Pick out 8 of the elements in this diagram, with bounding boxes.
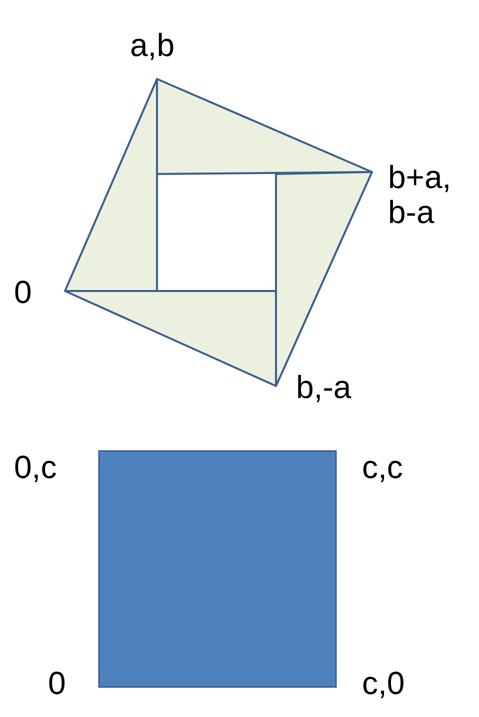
coordinate-label: 0,c — [14, 450, 57, 485]
coordinate-label: c,c — [362, 450, 403, 485]
coordinate-label: 0 — [48, 666, 66, 701]
coordinate-label: a,b — [130, 28, 174, 63]
coordinate-label: b+a, b-a — [388, 160, 452, 230]
coordinate-label: b,-a — [296, 370, 352, 405]
coordinate-label: c,0 — [362, 666, 405, 701]
coordinate-label: 0 — [14, 275, 32, 310]
